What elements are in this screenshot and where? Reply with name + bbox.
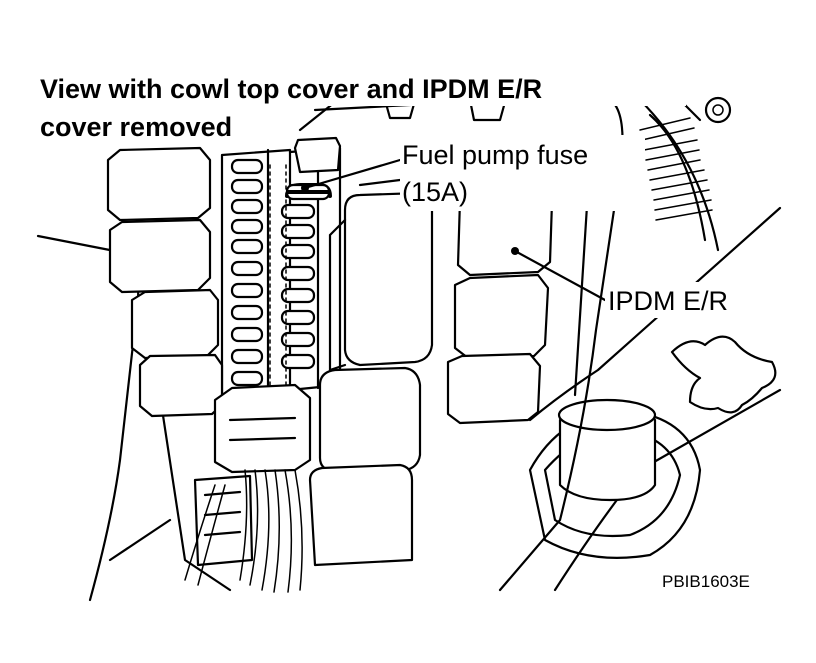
fuel-pump-fuse-leader [303, 158, 402, 190]
hose-ribs [639, 98, 713, 221]
wire-harness [184, 469, 303, 593]
figure-code: PBIB1603E [662, 572, 750, 591]
ipdm-label: IPDM E/R [608, 286, 728, 316]
title-line-2: cover removed [40, 112, 232, 142]
right-relay-stack [446, 188, 554, 425]
engine-bay-structure [36, 96, 782, 602]
fuse-columns [220, 136, 342, 397]
fuel-pump-fuse-leader-dot [301, 184, 309, 192]
reservoir-cap [528, 398, 702, 559]
fuel-pump-fuse [285, 183, 332, 201]
title-line-1: View with cowl top cover and IPDM E/R [40, 74, 542, 104]
title-block: View with cowl top cover and IPDM E/R co… [38, 70, 686, 144]
ipdm-leader [513, 249, 607, 302]
star-knob [670, 335, 777, 414]
ipdm-callout: IPDM E/R [605, 282, 767, 318]
fuse-column-left [230, 158, 264, 387]
left-relay-blocks [106, 146, 224, 418]
fuel-pump-fuse-rating: (15A) [402, 177, 468, 207]
center-relays [308, 191, 434, 567]
fuse-column-right [280, 203, 316, 370]
fuel-pump-fuse-callout: Fuel pump fuse (15A) [400, 135, 645, 211]
fuel-pump-fuse-label: Fuel pump fuse [402, 140, 588, 170]
ring-bolt [704, 96, 732, 124]
